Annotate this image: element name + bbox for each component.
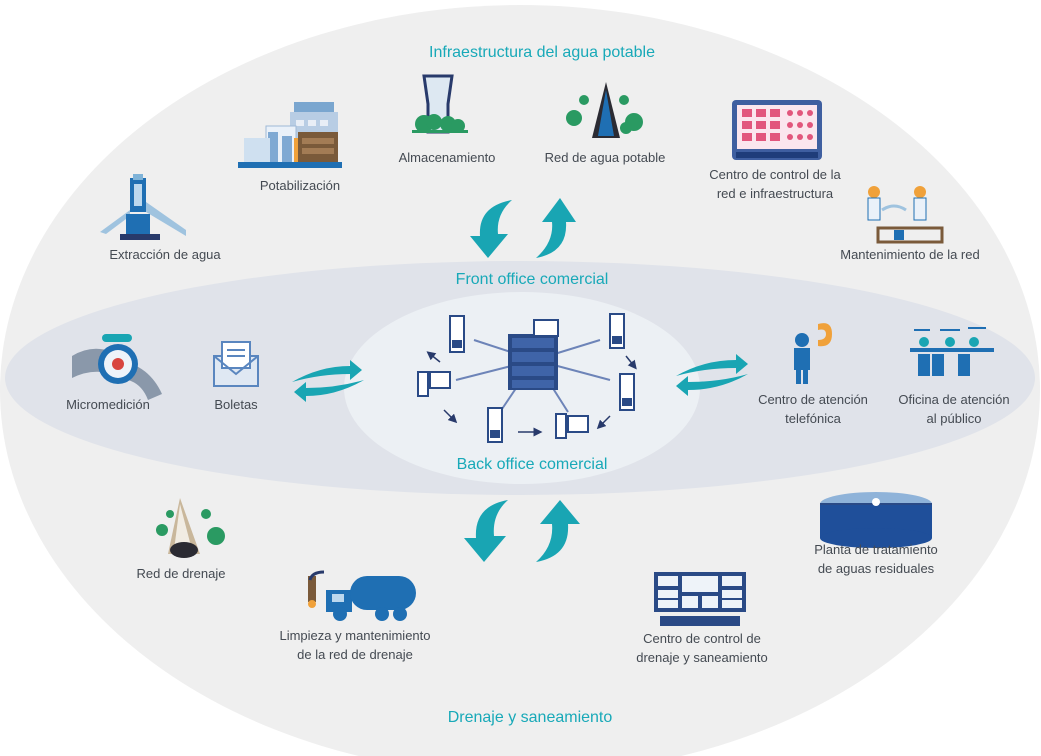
label-planta-2: de aguas residuales — [818, 561, 935, 576]
label-limpieza-1: Limpieza y mantenimiento — [279, 628, 430, 643]
label-red-agua: Red de agua potable — [545, 150, 666, 165]
treatment-tank-icon — [820, 492, 932, 548]
server-icon — [449, 315, 465, 353]
computer-icon — [555, 413, 589, 439]
cycle-arrows-icon — [292, 354, 748, 402]
section-title-back: Back office comercial — [457, 456, 608, 473]
section-title-front: Front office comercial — [456, 271, 609, 288]
label-micromedicion: Micromedición — [66, 397, 150, 412]
label-limpieza-2: de la red de drenaje — [297, 647, 413, 662]
label-oficina-1: Oficina de atención — [898, 392, 1009, 407]
label-centro-drenaje-1: Centro de control de — [643, 631, 761, 646]
label-boletas: Boletas — [214, 397, 258, 412]
phone-agent-icon — [794, 323, 832, 384]
computer-icon — [417, 371, 451, 397]
label-potabilizacion: Potabilización — [260, 178, 340, 193]
cycle-arrows-icon — [470, 198, 576, 258]
section-title-top: Infraestructura del agua potable — [429, 44, 655, 61]
server-icon — [609, 313, 625, 349]
server-rack-icon — [508, 334, 558, 390]
label-red-drenaje: Red de drenaje — [137, 566, 226, 581]
drain-pipe-icon — [156, 498, 225, 558]
monitor-wall-icon — [654, 572, 746, 626]
envelope-icon — [213, 341, 259, 387]
section-title-bottom: Drenaje y saneamiento — [448, 709, 613, 726]
label-oficina-2: al público — [927, 411, 982, 426]
water-meter-icon — [72, 334, 162, 400]
label-planta-1: Planta de tratamiento — [814, 542, 938, 557]
workers-icon — [867, 186, 944, 244]
computer-icon — [533, 319, 559, 337]
label-almacenamiento: Almacenamiento — [399, 150, 496, 165]
label-extraccion: Extracción de agua — [109, 247, 221, 262]
server-icon — [619, 373, 635, 411]
label-centro-control-2: red e infraestructura — [717, 186, 834, 201]
cycle-arrows-icon — [464, 500, 580, 562]
label-mantenimiento: Mantenimiento de la red — [840, 247, 979, 262]
pipe-tree-icon — [566, 82, 643, 138]
label-centro-atencion-2: telefónica — [785, 411, 841, 426]
back-office-network — [417, 313, 637, 443]
truck-icon — [308, 570, 416, 621]
service-desk-icon — [910, 327, 994, 376]
label-centro-control-1: Centro de control de la — [709, 167, 841, 182]
server-icon — [487, 407, 503, 443]
water-tank-icon — [412, 74, 468, 134]
treatment-plant-icon — [238, 102, 342, 168]
label-centro-drenaje-2: drenaje y saneamiento — [636, 650, 768, 665]
pump-tower-icon — [100, 174, 186, 240]
control-panel-icon — [732, 100, 822, 160]
label-centro-atencion-1: Centro de atención — [758, 392, 868, 407]
